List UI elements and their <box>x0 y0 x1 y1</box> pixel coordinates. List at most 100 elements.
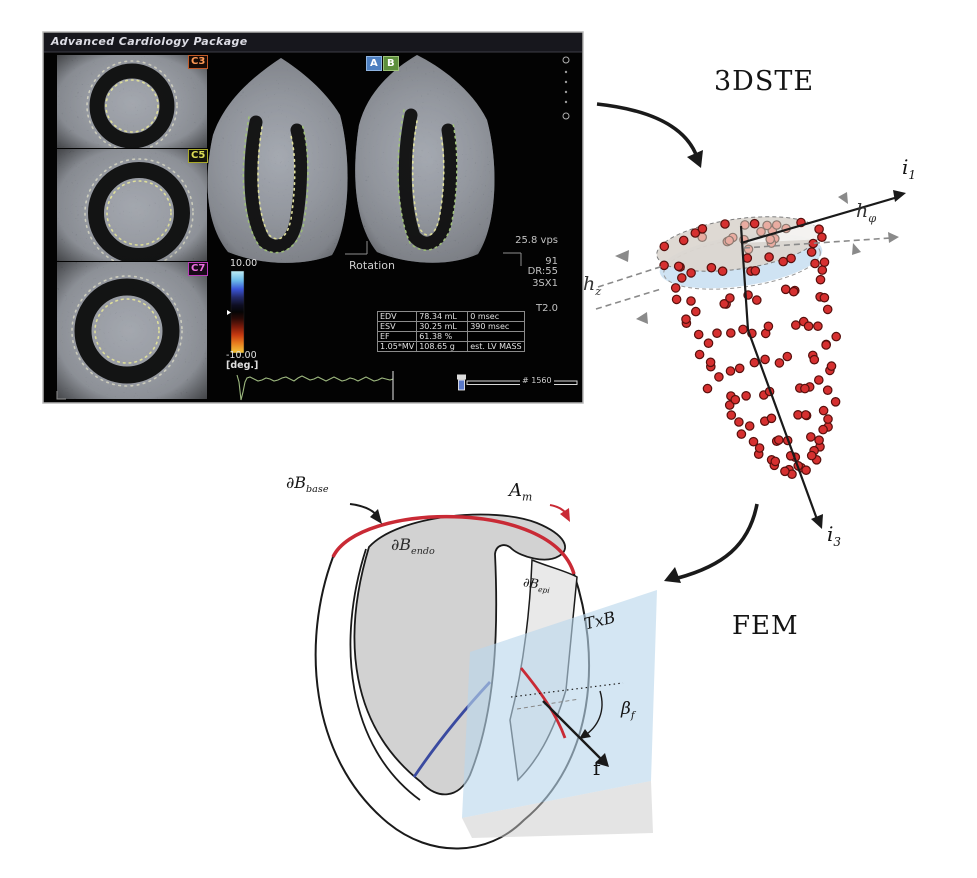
tracking-point <box>734 417 744 427</box>
metric-time: est. LV MASS <box>467 341 525 352</box>
table-row: ESV 30.25 mL 390 msec <box>376 321 525 332</box>
tracking-point <box>719 298 729 309</box>
axis-i3-line <box>739 225 820 523</box>
tracking-point <box>778 256 788 267</box>
fem-step-label: FEM <box>732 611 799 641</box>
view-button-b[interactable]: B <box>383 56 399 71</box>
metric-value: 78.34 mL <box>416 311 469 322</box>
slider-handle-cap[interactable] <box>457 374 466 380</box>
tracking-point <box>809 354 820 365</box>
fiber-angle-label: βf <box>621 699 635 722</box>
dot-button-bottom[interactable] <box>562 112 570 120</box>
axis-i1-label: i1 <box>902 155 917 182</box>
tracking-point <box>724 400 735 410</box>
tracking-point <box>766 413 777 424</box>
area-m-label: Am <box>509 480 533 504</box>
colorbar-max-label: 10.00 <box>230 258 258 269</box>
tracking-point <box>823 414 833 424</box>
tracking-point <box>690 306 701 317</box>
tracking-point <box>678 235 689 246</box>
tracking-point <box>818 424 828 435</box>
tracking-point <box>717 266 728 276</box>
tracking-point <box>817 265 828 275</box>
tracking-point <box>686 296 696 306</box>
tracking-point <box>819 257 830 267</box>
tracking-point <box>813 321 823 331</box>
tracking-point <box>726 410 737 420</box>
tracking-point <box>800 410 811 420</box>
tracking-point <box>740 220 750 230</box>
fem-flow-arrow <box>677 503 759 580</box>
metric-value: 108.65 g <box>416 341 469 352</box>
tracking-point <box>694 349 705 360</box>
view-button-a[interactable]: A <box>366 56 382 71</box>
tracking-point <box>659 260 669 271</box>
axis-i1-line <box>740 195 899 245</box>
h-phi-label: hφ <box>856 200 877 225</box>
tracking-point <box>810 258 820 269</box>
tracking-point <box>659 241 670 252</box>
tracking-point <box>815 274 826 285</box>
tracking-point <box>725 328 736 338</box>
epi-fiber-curve <box>519 667 567 739</box>
wall-inner-edge <box>349 548 421 801</box>
tracking-point <box>821 340 831 350</box>
tracking-point <box>822 304 833 315</box>
dot-button-top[interactable] <box>562 56 570 64</box>
boundary-endo-label: ∂Bendo <box>391 535 435 558</box>
tracking-point <box>790 320 801 330</box>
metrics-table: EDV 78.34 mL 0 msec ESV 30.25 mL 390 mse… <box>376 311 525 352</box>
tracking-point <box>806 247 817 257</box>
ste-flow-arrow <box>596 102 699 158</box>
tracking-point <box>830 396 841 407</box>
slice-label-c3: C3 <box>188 55 209 69</box>
tracking-point <box>756 226 766 237</box>
tracking-point <box>760 354 770 365</box>
tracking-point <box>706 262 717 273</box>
tracking-point <box>697 224 708 234</box>
tracking-point <box>750 265 761 276</box>
tracking-point <box>734 363 745 374</box>
tool-dots-column[interactable] <box>562 56 570 120</box>
rotation-label: Rotation <box>349 259 396 272</box>
tracking-point <box>764 252 774 262</box>
axis-i3-label: i3 <box>827 522 842 549</box>
table-row: EF 61.38 % <box>376 331 525 342</box>
tracking-point <box>822 385 833 395</box>
tracking-point <box>741 390 751 401</box>
caliper-marks <box>56 241 522 400</box>
slider-handle[interactable] <box>458 379 465 391</box>
metric-time: 0 msec <box>467 311 525 322</box>
metric-label: EF <box>376 331 418 342</box>
plane-lower-shade <box>462 781 653 838</box>
tracking-point <box>801 465 811 475</box>
rotation-waveform <box>236 371 394 401</box>
colorbar-unit-label: [deg.] <box>226 360 259 371</box>
tracking-point <box>814 224 824 234</box>
h-z-upper-line <box>597 265 664 288</box>
tracking-point <box>749 218 760 229</box>
axis-annotations <box>595 190 906 529</box>
boundary-base-label: ∂Bbase <box>286 473 329 496</box>
fiber-vector-arrow <box>542 700 604 762</box>
tracking-point <box>693 329 704 340</box>
h-z-label: hz <box>583 273 602 298</box>
ste-step-label: 3DSTE <box>714 66 815 97</box>
title-bar <box>44 33 582 52</box>
tracking-point <box>730 394 741 405</box>
fem-heart-model <box>314 503 657 850</box>
frame-counter: # 1560 <box>520 376 554 385</box>
tracking-point <box>736 429 747 439</box>
tracking-point <box>724 235 735 246</box>
h-z-lower-line <box>595 288 662 310</box>
table-row: 1.05*MV 108.65 g est. LV MASS <box>376 341 525 352</box>
tracking-point <box>681 314 691 324</box>
tracking-point <box>818 405 829 416</box>
colorbar-marker <box>227 310 231 315</box>
metric-value: 30.25 mL <box>416 321 469 332</box>
endocardial-surface <box>353 513 566 796</box>
tracking-point <box>720 219 730 229</box>
app-title: Advanced Cardiology Package <box>51 35 248 48</box>
